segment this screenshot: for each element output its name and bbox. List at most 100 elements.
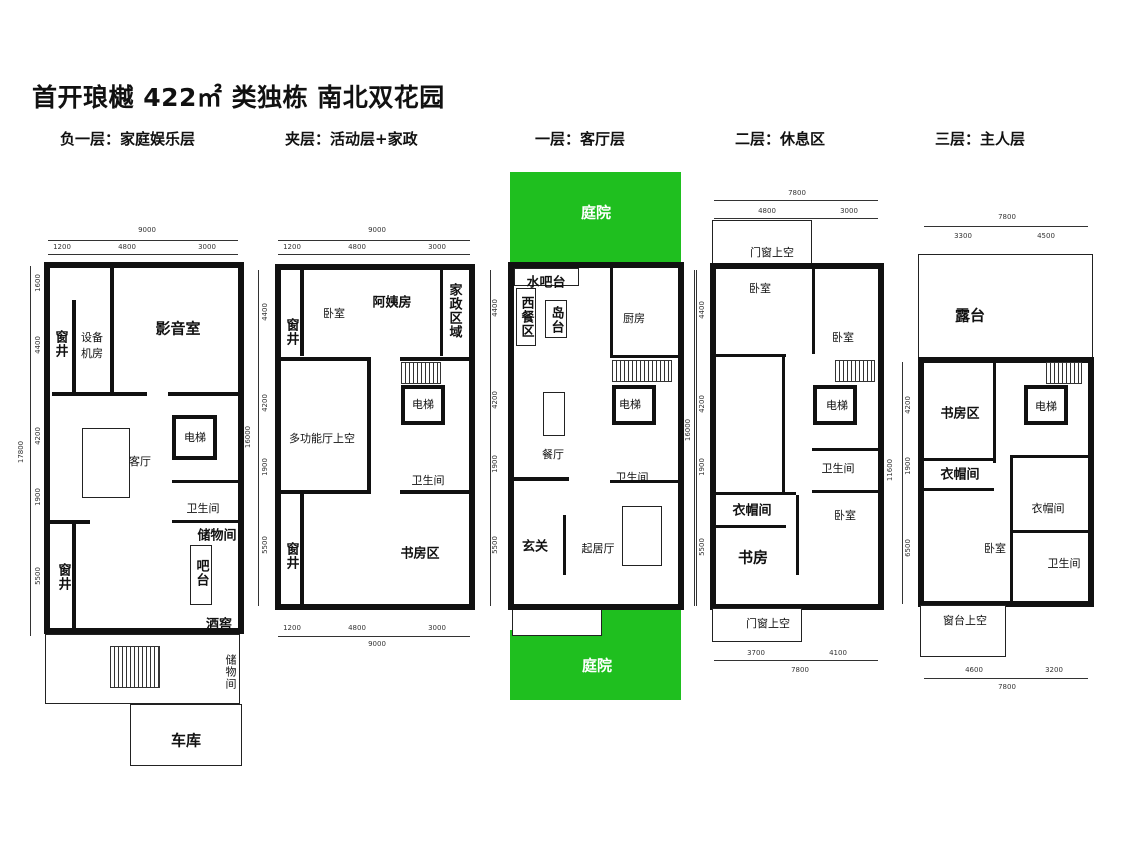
dim: 4200 (904, 396, 912, 414)
room-study: 书房区 (400, 546, 440, 562)
area-terrace: 露台 (954, 306, 986, 325)
room-water-bar: 水吧台 (526, 275, 566, 291)
floor-heading-mezzanine: 夹层：活动层+家政 (285, 130, 418, 148)
room-elevator: 电梯 (184, 431, 206, 444)
room-bar: 吧台 (193, 559, 209, 587)
room-equipment: 设备机房 (81, 331, 103, 360)
dim: 1200 (283, 624, 301, 632)
dim: 4800 (118, 243, 136, 251)
room-theater: 影音室 (155, 319, 201, 338)
dim: 3200 (1045, 666, 1063, 674)
dim: 16000 (684, 418, 692, 442)
dim: 1900 (261, 458, 269, 476)
room-housekeeping: 家政区域 (446, 283, 462, 339)
room-storage: 储物间 (224, 654, 237, 690)
room-maid: 阿姨房 (372, 295, 412, 311)
dim: 4200 (698, 395, 706, 413)
room-foyer: 玄关 (521, 539, 549, 555)
dim: 6500 (904, 539, 912, 557)
dim: 3700 (747, 649, 765, 657)
dim: 4600 (965, 666, 983, 674)
island-counter: 岛台 (548, 306, 564, 334)
room-closet: 衣帽间 (940, 467, 980, 483)
dim: 17800 (17, 440, 25, 464)
dim: 5500 (261, 536, 269, 554)
room-kitchen: 厨房 (623, 312, 645, 325)
room-study: 书房区 (940, 406, 980, 422)
dim: 5500 (34, 567, 42, 585)
void-balcony-south: 门窗上空 (746, 617, 790, 630)
room-bedroom: 卧室 (323, 307, 345, 320)
dim: 3000 (428, 624, 446, 632)
dim-width: 9000 (138, 226, 156, 234)
room-bathroom: 卫生间 (411, 474, 445, 487)
floor-heading-1f: 一层：客厅层 (535, 130, 626, 148)
dim: 4400 (491, 299, 499, 317)
dim: 4400 (34, 336, 42, 354)
dim: 4200 (261, 394, 269, 412)
room-bathroom: 卫生间 (821, 462, 855, 475)
room-bedroom: 卧室 (832, 331, 854, 344)
dim: 4400 (698, 301, 706, 319)
dim: 3300 (954, 232, 972, 240)
room-window-well: 窗井 (55, 563, 71, 591)
void-balcony: 窗台上空 (943, 614, 987, 627)
room-void: 多功能厅上空 (289, 432, 355, 445)
room-elevator: 电梯 (412, 398, 434, 411)
room-elevator: 电梯 (826, 399, 848, 412)
room-window-well: 窗井 (52, 330, 68, 358)
room-family: 起居厅 (581, 542, 615, 555)
dim: 7800 (791, 666, 809, 674)
dim-width: 7800 (998, 213, 1016, 221)
dim: 1900 (698, 458, 706, 476)
area-garden-north: 庭院 (580, 203, 612, 222)
dim: 4800 (758, 207, 776, 215)
dim: 4200 (34, 427, 42, 445)
floor-heading-b1: 负一层：家庭娱乐层 (60, 130, 196, 148)
dim: 3000 (198, 243, 216, 251)
room-dining: 餐厅 (542, 448, 564, 461)
room-master-bedroom: 卧室 (984, 542, 1006, 555)
dim: 3000 (428, 243, 446, 251)
floor-heading-3f: 三层：主人层 (935, 130, 1026, 148)
dim: 4800 (348, 243, 366, 251)
dim-width: 9000 (368, 226, 386, 234)
area-garden-south: 庭院 (581, 656, 613, 675)
room-bedroom: 卧室 (749, 282, 771, 295)
room-wine-cellar: 酒窖 (205, 617, 233, 633)
room-storage: 储物间 (197, 528, 237, 544)
room-window-well: 窗井 (283, 542, 299, 570)
dim: 16000 (244, 425, 252, 449)
dim: 4800 (348, 624, 366, 632)
dim: 9000 (368, 640, 386, 648)
dim: 7800 (998, 683, 1016, 691)
dim: 1600 (34, 274, 42, 292)
room-closet: 衣帽间 (1031, 502, 1065, 515)
page-title: 首开琅樾 422㎡ 类独栋 南北双花园 (32, 83, 445, 112)
floor-heading-2f: 二层：休息区 (735, 130, 826, 148)
room-elevator: 电梯 (1035, 400, 1057, 413)
room-bathroom: 卫生间 (1047, 557, 1081, 570)
room-bathroom: 卫生间 (186, 502, 220, 515)
room-garage: 车库 (170, 731, 202, 750)
dim: 1900 (904, 457, 912, 475)
room-window-well: 窗井 (283, 318, 299, 346)
dim: 5500 (491, 536, 499, 554)
dim: 4100 (829, 649, 847, 657)
room-bathroom: 卫生间 (615, 471, 649, 484)
dim: 4500 (1037, 232, 1055, 240)
room-elevator: 电梯 (619, 398, 641, 411)
dim: 4200 (491, 391, 499, 409)
dim: 1900 (491, 455, 499, 473)
dim: 1200 (283, 243, 301, 251)
room-western-dining: 西餐区 (518, 296, 534, 338)
dim: 4400 (261, 303, 269, 321)
room-bedroom: 卧室 (834, 509, 856, 522)
void-balcony-north: 门窗上空 (750, 246, 794, 259)
dim: 3000 (840, 207, 858, 215)
dim: 11600 (886, 458, 894, 482)
dim: 5500 (698, 538, 706, 556)
room-living: 客厅 (129, 455, 151, 468)
room-closet: 衣帽间 (732, 503, 772, 519)
room-study: 书房 (737, 548, 769, 567)
